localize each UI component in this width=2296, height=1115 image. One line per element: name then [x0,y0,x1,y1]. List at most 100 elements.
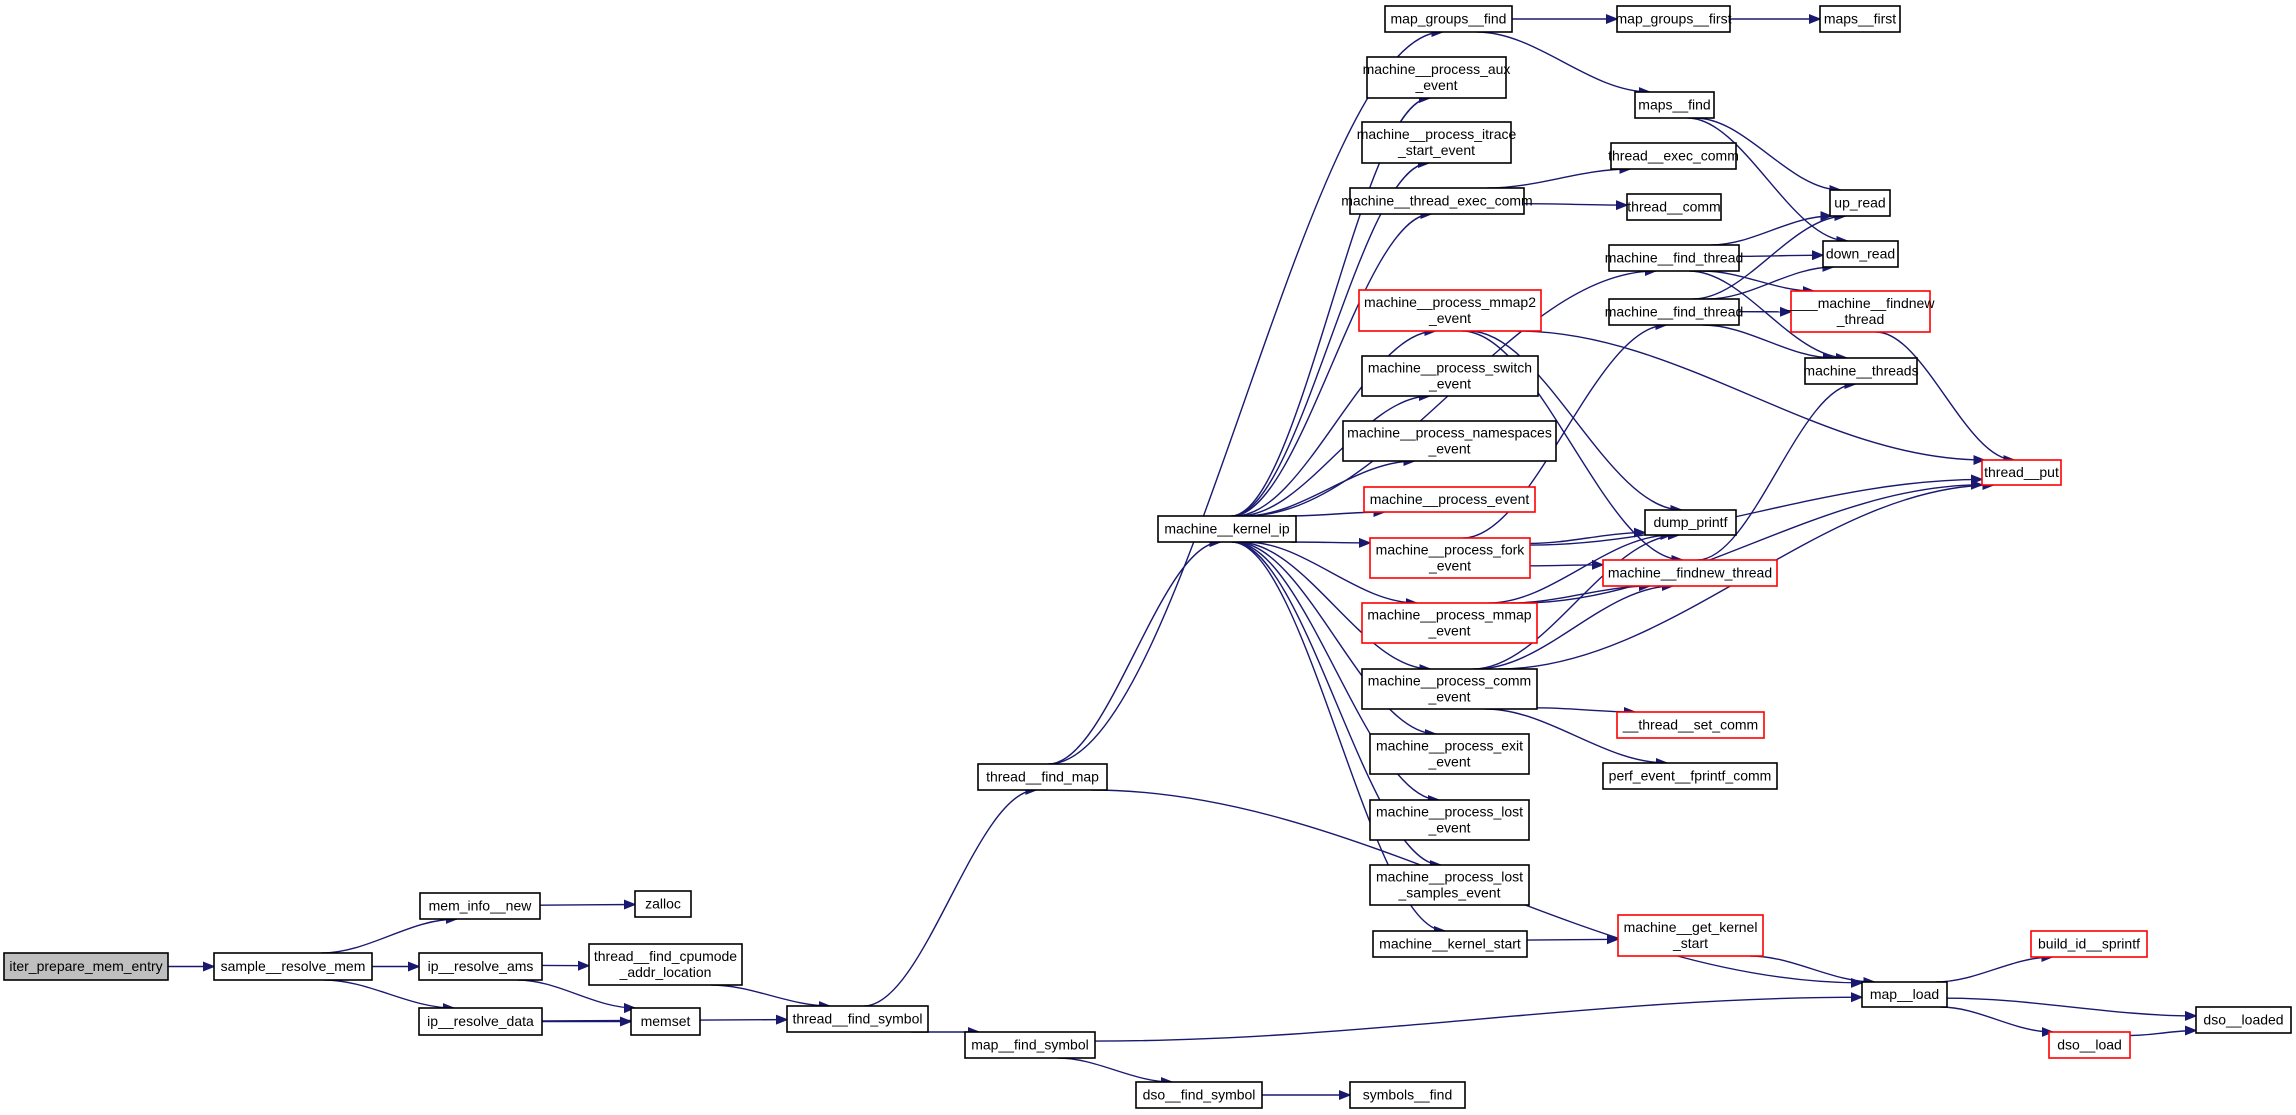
node-machine-kernel-start[interactable]: machine__kernel_start [1372,930,1528,958]
node-label: _thread [1836,311,1884,327]
node-ip-resolve-data[interactable]: ip__resolve_data [418,1007,543,1036]
node-ip-resolve-ams[interactable]: ip__resolve_ams [418,952,543,981]
node-maps-find[interactable]: maps__find [1634,91,1715,119]
node-box [1361,602,1538,644]
node-label: machine__process_mmap2 [1364,294,1536,310]
node-label: dso__load [2057,1037,2122,1053]
call-edge-thread__find_map-to-machine__kernel_ip [1048,542,1221,765]
node-box [1369,733,1530,775]
call-edge-sample__resolve_mem-to-ip__resolve_data [323,979,454,1008]
node-map-find-symbol[interactable]: map__find_symbol [964,1031,1096,1059]
call-edge-machine__kernel_ip-to-machine__process_mmap_event [1245,541,1417,603]
node-machine-process-mmap-event[interactable]: machine__process_mmap_event [1361,602,1538,644]
node-box [3,952,169,981]
call-edge-machine__process_comm_event-to-perf_event__fprintf_comm [1484,708,1667,763]
node-box [634,890,692,918]
node-box [1608,298,1740,326]
call-edge-maps__find-to-down_read [1687,117,1848,241]
node-label: machine__process_event [1370,491,1530,507]
node-label: machine__process_mmap [1367,607,1531,623]
node-box [1366,56,1507,99]
node-machine-process-aux-event[interactable]: machine__process_aux_event [1363,56,1511,99]
node-iter-prepare-mem-entry[interactable]: iter_prepare_mem_entry [3,952,169,981]
node-machine-process-event[interactable]: machine__process_event [1363,486,1536,513]
node-thread-comm[interactable]: thread__comm [1626,193,1722,221]
node-zalloc[interactable]: zalloc [634,890,692,918]
node-machine-process-comm-event[interactable]: machine__process_comm_event [1361,668,1538,710]
node-dso-find-symbol[interactable]: dso__find_symbol [1135,1081,1263,1109]
node-label: thread__find_map [986,769,1099,785]
node-machine-process-lost-event[interactable]: machine__process_lost_event [1369,799,1530,841]
node-machine-thread-exec-comm[interactable]: machine__thread_exec_comm [1341,187,1533,215]
node-machine-find-thread-2[interactable]: machine__find_thread [1605,298,1744,326]
node-box [2195,1006,2292,1034]
node-dump-printf[interactable]: dump_printf [1644,509,1737,536]
node-label: maps__find [1638,97,1710,113]
node-box [1616,5,1731,33]
node-label: thread__comm [1627,199,1720,215]
node-machine-threads[interactable]: machine__threads [1803,357,1919,385]
node-sample-resolve-mem[interactable]: sample__resolve_mem [213,952,373,981]
node-thread-find-symbol[interactable]: thread__find_symbol [786,1005,929,1033]
node-thread-put[interactable]: thread__put [1981,459,2062,486]
node-machine-process-switch-event[interactable]: machine__process_switch_event [1361,355,1539,397]
call-edge-machine__process_mmap2_event-to-dump_printf [1468,330,1682,510]
node-perf-event-fprintf-comm[interactable]: perf_event__fprintf_comm [1602,762,1778,790]
node-thread-find-map[interactable]: thread__find_map [977,763,1108,791]
node-down-read[interactable]: down_read [1822,240,1899,268]
node-up-read[interactable]: up_read [1829,189,1891,217]
node-box [1157,515,1297,543]
call-edge-machine__process_fork_event-to-machine__findnew_thread [1529,565,1603,566]
node-label: thread__find_cpumode [594,948,737,964]
call-edge-dso__load-to-dso__loaded [2129,1031,2196,1037]
call-edge-machine__thread_exec_comm-to-thread__exec_comm [1487,169,1630,189]
node-box [630,1007,701,1036]
node-label: map__find_symbol [971,1037,1089,1053]
node-label: zalloc [645,896,681,912]
node-machine-process-exit-event[interactable]: machine__process_exit_event [1369,733,1530,775]
node-dso-load[interactable]: dso__load [2048,1031,2131,1059]
node-map-groups-first[interactable]: map_groups__first [1616,5,1732,33]
node-machine-findnew-thread[interactable]: machine__findnew_thread [1602,559,1778,587]
node-map-load[interactable]: map__load [1861,981,1948,1008]
node-dso-loaded[interactable]: dso__loaded [2195,1006,2292,1034]
node-box [1790,290,1931,333]
node-machine-process-lost-samples-event[interactable]: machine__process_lost_samples_event [1369,864,1530,906]
call-edge-map__load-to-dso__loaded [1946,997,2196,1016]
node-machine-findnew-thread[interactable]: ____machine__findnew_thread [1786,290,1936,333]
node-machine-kernel-ip[interactable]: machine__kernel_ip [1157,515,1297,543]
node-machine-find-thread-1[interactable]: machine__find_thread [1605,244,1744,272]
call-edge-machine__process_mmap2_event-to-machine__findnew_thread [1461,330,1683,560]
call-edge-machine__find_thread_2-to-down_read [1707,267,1833,300]
node-box [1384,5,1513,33]
node-maps-first[interactable]: maps__first [1819,5,1901,33]
call-edge-machine__kernel_ip-to-machine__process_aux_event [1230,98,1430,517]
node-box [1349,187,1525,215]
node-box [1349,1081,1466,1109]
node-thread-exec-comm[interactable]: thread__exec_comm [1608,142,1739,170]
node-mem-info-new[interactable]: mem_info__new [419,892,541,920]
node-symbols-find[interactable]: symbols__find [1349,1081,1466,1109]
node-machine-process-namespaces-event[interactable]: machine__process_namespaces_event [1342,420,1557,462]
node-build-id-sprintf[interactable]: build_id__sprintf [2030,930,2148,958]
node-label: _event [1427,623,1470,639]
node-box [213,952,373,981]
node-label: machine__process_lost [1376,869,1523,885]
node-label: machine__process_exit [1376,738,1523,754]
node-machine-process-mmap2-event[interactable]: machine__process_mmap2_event [1358,289,1542,332]
node-machine-process-itrace-start-event[interactable]: machine__process_itrace_start_event [1357,121,1517,164]
node-label: _start [1672,935,1708,951]
node-label: dump_printf [1654,514,1728,530]
node-map-groups-find[interactable]: map_groups__find [1384,5,1513,33]
node-thread-set-comm[interactable]: __thread__set_comm [1616,711,1765,739]
node-machine-get-kernel-start[interactable]: machine__get_kernel_start [1617,914,1764,957]
call-edge-map__load-to-build_id__sprintf [1935,957,2053,983]
node-thread-find-cpumode-addr-location[interactable]: thread__find_cpumode_addr_location [588,943,743,986]
node-machine-process-fork-event[interactable]: machine__process_fork_event [1369,537,1531,579]
node-label: machine__findnew_thread [1608,565,1772,581]
node-box [1819,5,1901,33]
call-edge-machine__process_fork_event-to-dump_printf [1529,533,1645,545]
node-memset[interactable]: memset [630,1007,701,1036]
node-box [1135,1081,1263,1109]
node-label: iter_prepare_mem_entry [9,958,162,974]
